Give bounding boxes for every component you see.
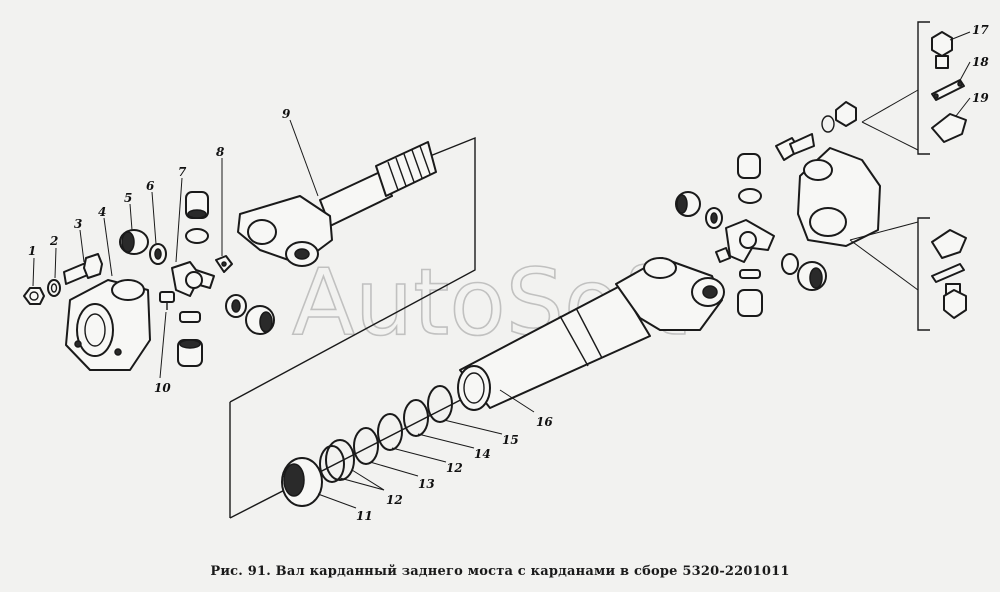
- part-8-fitting: [215, 255, 233, 273]
- part-5-bearing: [119, 229, 149, 255]
- part-3-bolt: [63, 253, 103, 285]
- part-2-washer: [47, 279, 61, 297]
- leader-lines: [32, 31, 971, 509]
- callout-7: 7: [178, 165, 187, 179]
- callout-15: 15: [502, 433, 519, 447]
- bracket-bottom-lead-a: [849, 221, 919, 241]
- callout-18: 18: [972, 55, 989, 69]
- right-cross-assembly: [675, 153, 827, 317]
- part-4-flange: [65, 279, 151, 371]
- callout-5: 5: [124, 191, 132, 205]
- part-17-bolt: [931, 31, 953, 69]
- part-12-ring-b: [319, 439, 355, 483]
- part-16-tube: [457, 257, 725, 411]
- part-15-ring: [427, 385, 453, 423]
- callout-1: 1: [28, 244, 36, 258]
- part-18-lock-plate: [931, 79, 965, 101]
- bracket-top-lead-b: [861, 121, 919, 151]
- figure-caption: Рис. 91. Вал карданный заднего моста с к…: [210, 564, 790, 579]
- callout-12-upper: 12: [446, 461, 463, 475]
- part-12-ring-a: [377, 413, 403, 451]
- callout-12-lower: 12: [386, 493, 403, 507]
- part-7-cross: [171, 191, 215, 367]
- callout-11: 11: [356, 509, 373, 523]
- bracket-top: [917, 21, 930, 155]
- part-11-nut: [281, 457, 323, 507]
- callout-4: 4: [98, 205, 106, 219]
- callout-17: 17: [972, 23, 989, 37]
- bracket-bottom-lead-b: [849, 239, 919, 291]
- right-flange: [775, 101, 881, 247]
- part-10-valve: [159, 291, 175, 310]
- callout-16: 16: [536, 415, 553, 429]
- callout-10: 10: [154, 381, 171, 395]
- part-13-ring: [353, 427, 379, 465]
- part-6-seal: [149, 243, 167, 265]
- callout-14: 14: [474, 447, 491, 461]
- part-14-ring: [403, 399, 429, 437]
- callout-2: 2: [49, 234, 58, 248]
- callout-9: 9: [282, 107, 291, 121]
- callout-8: 8: [216, 145, 225, 159]
- callout-3: 3: [74, 217, 82, 231]
- callout-6: 6: [146, 179, 155, 193]
- callout-19: 19: [972, 91, 989, 105]
- bracket-bottom: [917, 217, 930, 331]
- callout-13: 13: [418, 477, 435, 491]
- bracket-top-lead-a: [861, 89, 919, 123]
- part-19-cover-plate: [931, 113, 967, 143]
- lower-bracket-parts: [931, 229, 967, 319]
- part-7-right-bearings: [225, 294, 275, 335]
- part-9-spline-yoke: [237, 141, 437, 267]
- part-1-nut: [23, 287, 45, 305]
